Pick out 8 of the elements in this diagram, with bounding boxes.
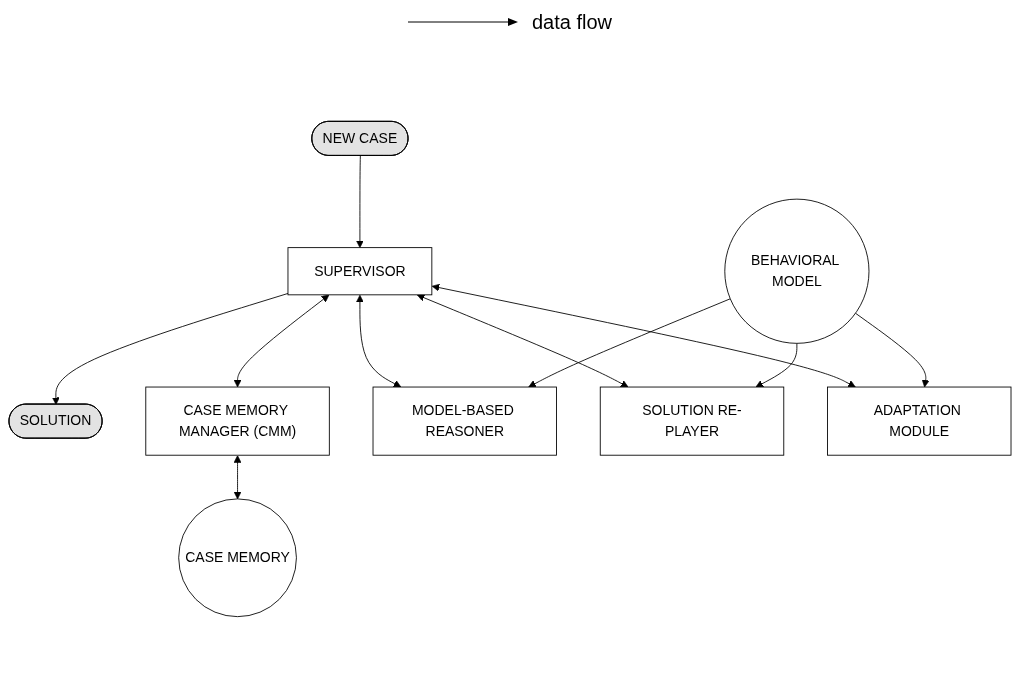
node-box: ADAPTATION MODULE [827, 386, 1012, 456]
node-circle: BEHAVIORAL MODEL [724, 198, 870, 344]
node-box: SUPERVISOR [287, 247, 433, 296]
legend-text: data flow [531, 10, 613, 34]
node-circle: CASE MEMORY [178, 498, 297, 618]
node-box: MODEL-BASED REASONER [372, 386, 557, 456]
node-box: SOLUTION RE-PLAYER [599, 386, 785, 456]
node-box: CASE MEMORY MANAGER (CMM) [145, 386, 330, 456]
